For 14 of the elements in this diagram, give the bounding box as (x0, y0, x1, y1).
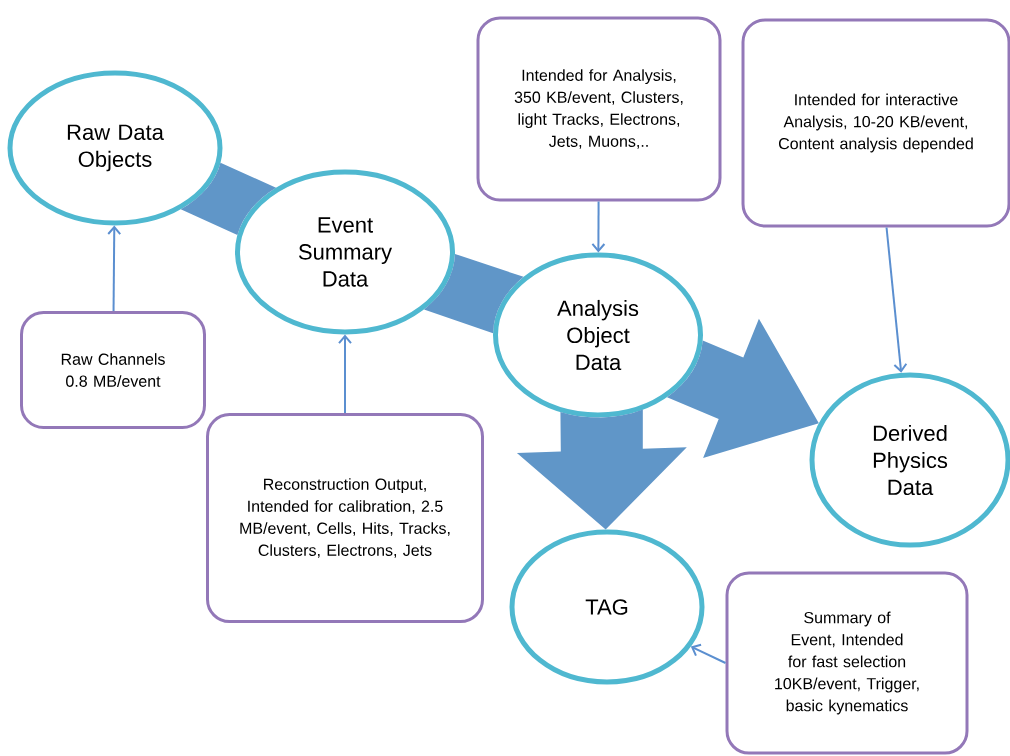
note-box: Intended for interactive Analysis, 10-20 KB/event, Content analysis depended (741, 18, 1010, 228)
block-arrow (180, 162, 277, 235)
note-box: Raw Channels 0.8 MB/event (20, 311, 206, 429)
arrow (885, 226, 908, 373)
note-box: Summary of Event, Intended for fast selection 10KB/event, Trigger, basic kynematics (725, 571, 969, 755)
arrow (338, 334, 352, 414)
note-box: Reconstruction Output, Intended for calibration, 2.5 MB/event, Cells, Hits, Tracks, Clusters, Electrons, Jets (206, 413, 484, 623)
note-box: Intended for Analysis, 350 KB/event, Clusters, light Tracks, Electrons, Jets, Muons,.. (476, 16, 722, 202)
arrow (591, 200, 606, 253)
block-arrow (667, 318, 819, 458)
arrow (107, 225, 122, 312)
arrow (690, 643, 727, 664)
block-arrow (516, 409, 687, 530)
block-arrow (424, 253, 524, 334)
